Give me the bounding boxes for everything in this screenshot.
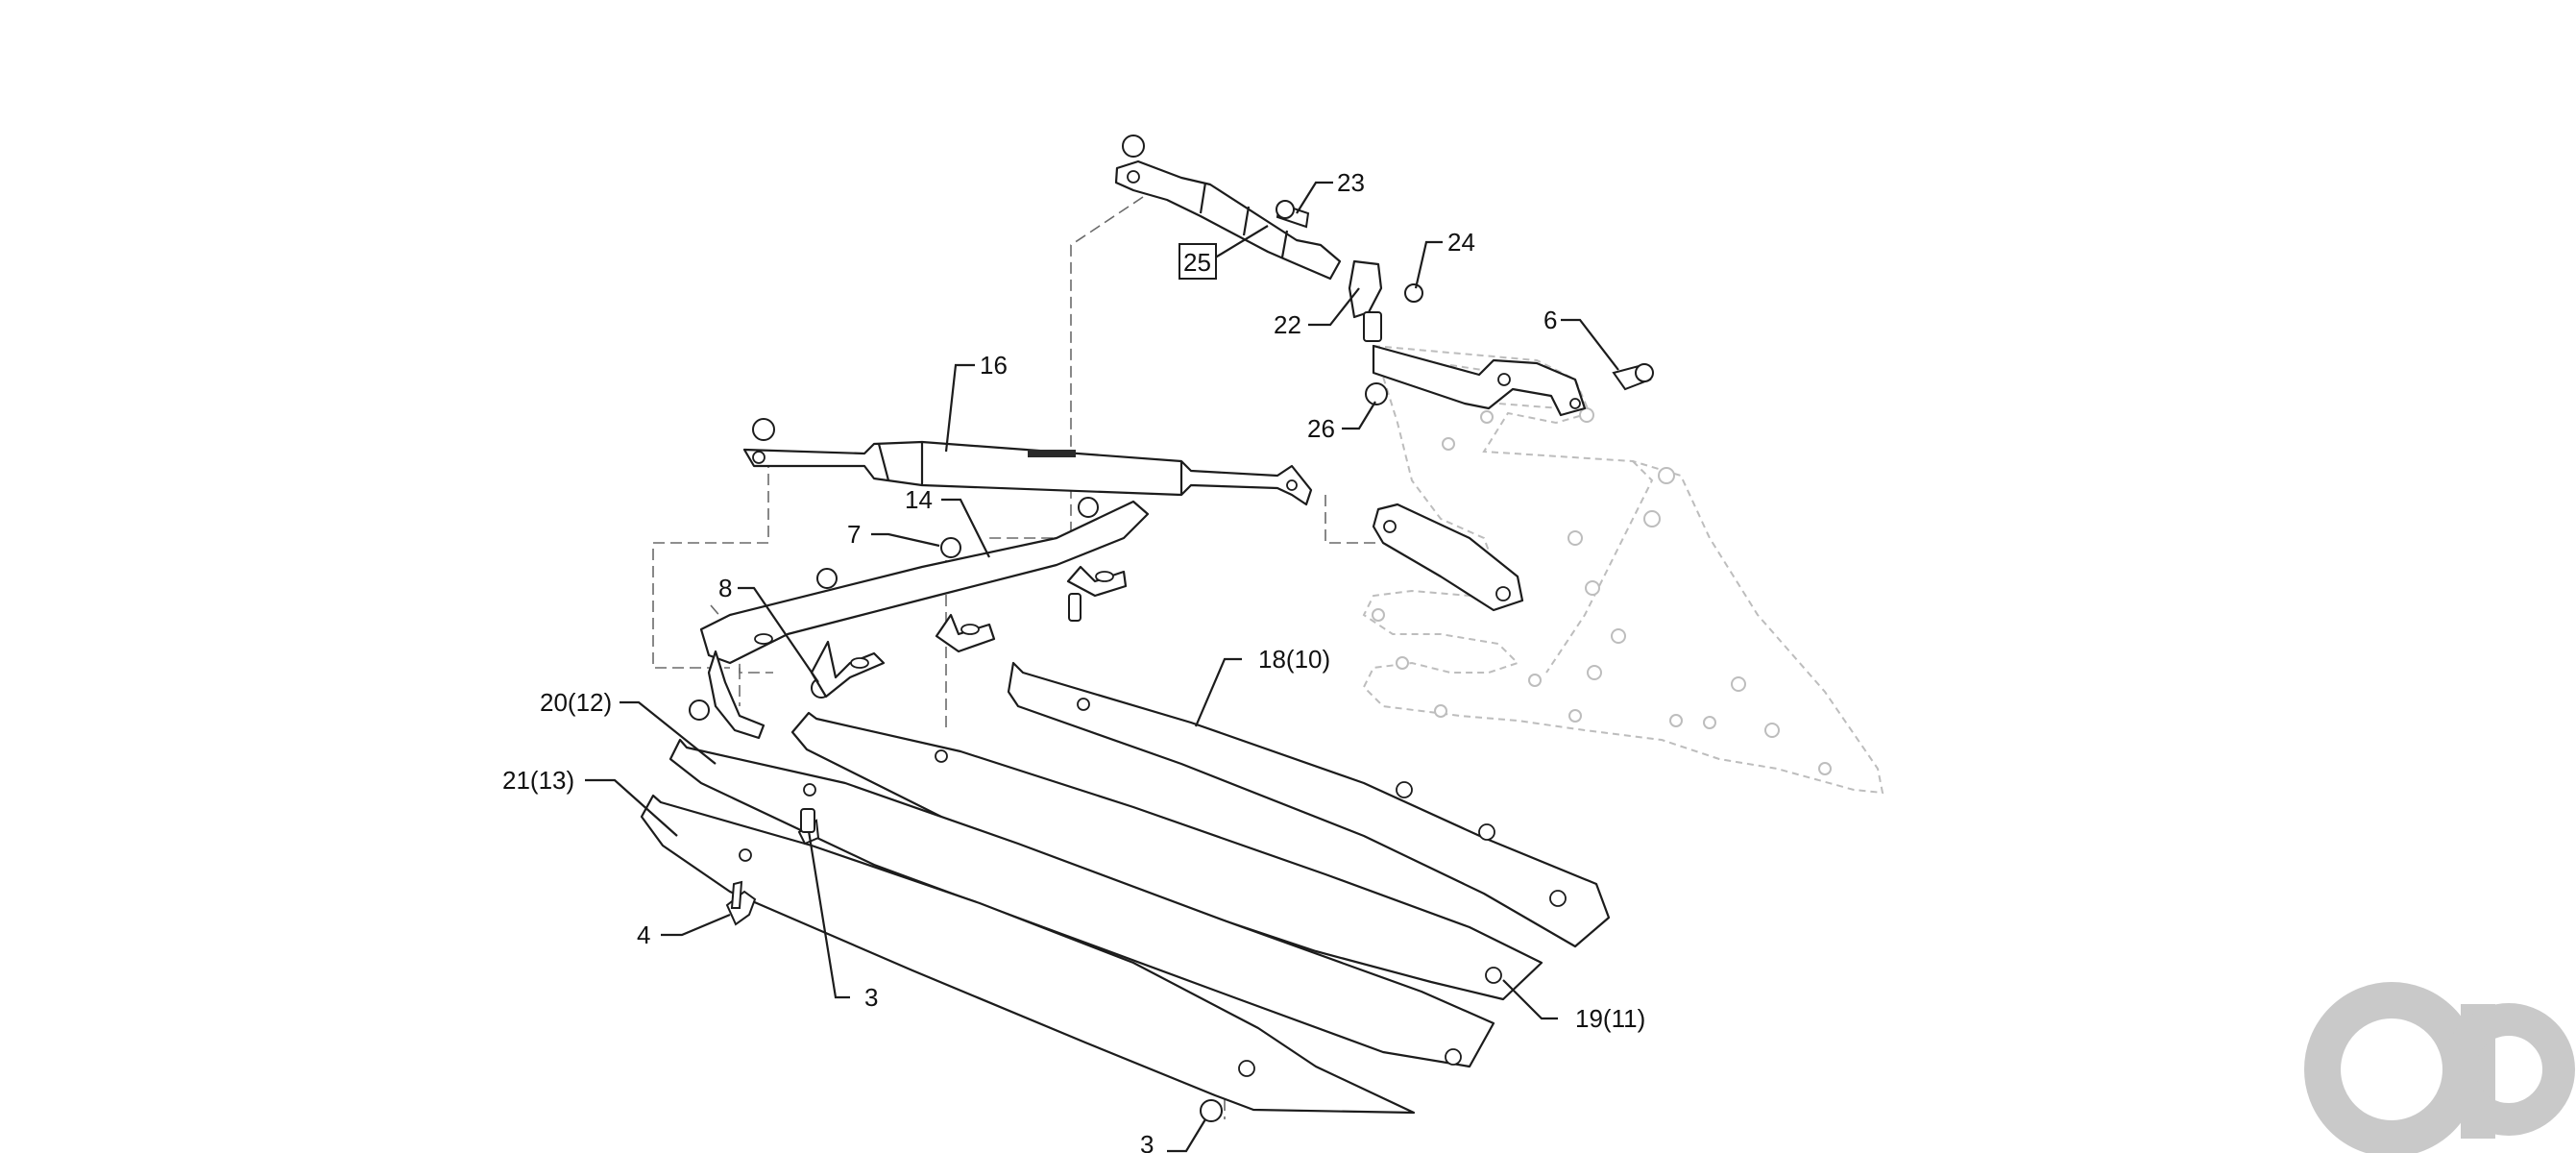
callout-3-lower: 3 xyxy=(1140,1130,1154,1153)
hook-left xyxy=(707,650,766,740)
callout-26: 26 xyxy=(1307,414,1335,443)
callout-16: 16 xyxy=(980,351,1008,380)
blade-21-13 xyxy=(640,794,1416,1115)
leader-lines xyxy=(585,181,1619,1153)
callout-23: 23 xyxy=(1337,168,1365,197)
callout-25: 25 xyxy=(1183,248,1211,277)
hook-4 xyxy=(1066,565,1128,598)
callout-22: 22 xyxy=(1274,310,1301,339)
callout-24: 24 xyxy=(1447,228,1475,257)
ghost-plough-frame xyxy=(1362,344,1884,795)
callout-labels: 23 25 24 22 6 26 16 14 7 8 18(10) 20(12)… xyxy=(502,168,1645,1153)
callout-18-10: 18(10) xyxy=(1258,645,1330,674)
blade-20-12 xyxy=(668,738,1495,1068)
nut-26 xyxy=(1365,382,1388,405)
hook-2 xyxy=(810,640,886,699)
callout-25-box xyxy=(1179,243,1217,280)
ao-logo-icon xyxy=(2304,982,2575,1153)
callout-3-upper: 3 xyxy=(864,983,878,1012)
callout-4: 4 xyxy=(637,920,650,949)
strap-plate xyxy=(1372,503,1524,612)
callout-21-13: 21(13) xyxy=(502,766,574,795)
plough-share-blades xyxy=(640,661,1611,1115)
callout-8: 8 xyxy=(718,574,732,602)
callout-7: 7 xyxy=(847,520,861,549)
bracket-rail-14 xyxy=(699,500,1150,740)
blade-19-11 xyxy=(790,711,1543,1001)
blade-18-10 xyxy=(1007,661,1611,948)
callout-14: 14 xyxy=(905,485,933,514)
callout-6: 6 xyxy=(1543,306,1557,334)
callout-19-11: 19(11) xyxy=(1575,1004,1645,1033)
upper-link-25 xyxy=(1114,135,1423,342)
nut-3-lower xyxy=(1200,1099,1223,1122)
washer-24 xyxy=(1404,283,1423,303)
callout-20-12: 20(12) xyxy=(540,688,612,717)
frame-bracket xyxy=(1365,344,1654,612)
pin-22 xyxy=(1348,259,1383,319)
adjuster-rod-16 xyxy=(742,418,1313,506)
